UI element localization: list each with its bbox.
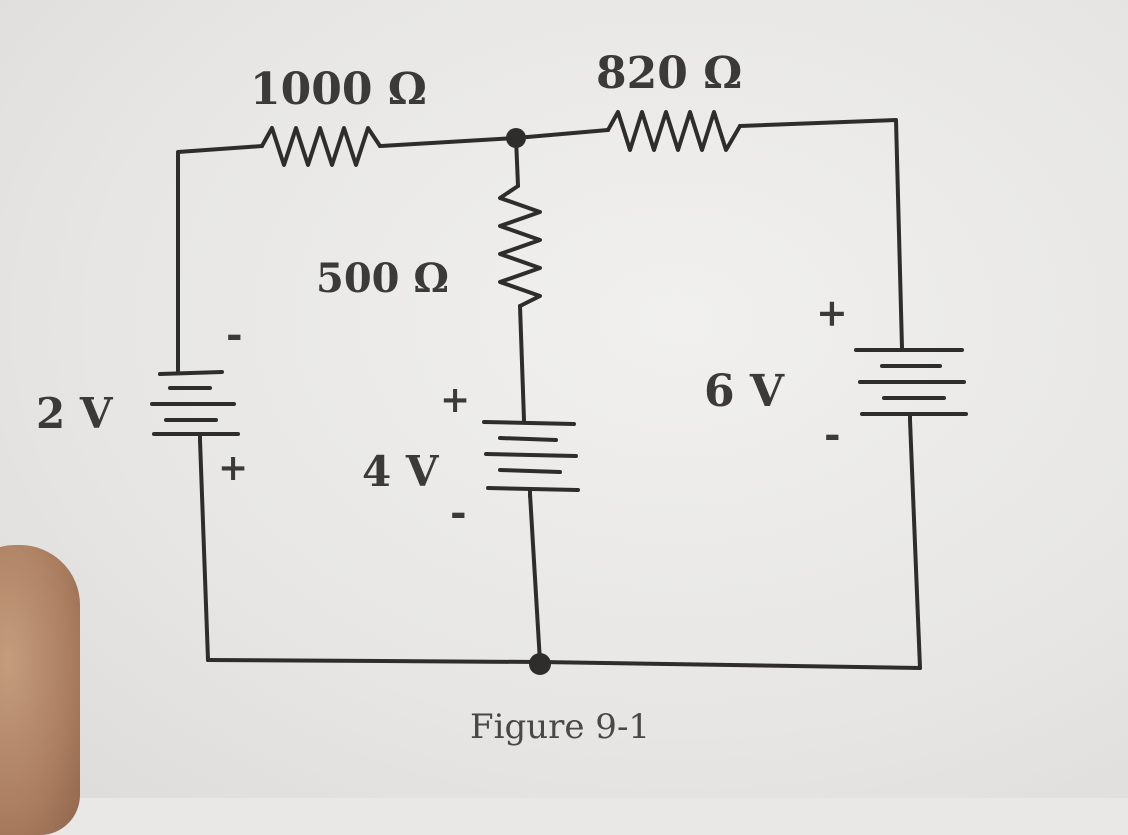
label-resistor-500: 500 Ω <box>316 255 449 302</box>
label-source-6v: 6 V <box>704 366 785 417</box>
resistor-1000-zigzag <box>260 126 382 167</box>
label-resistor-820: 820 Ω <box>596 48 742 99</box>
wire-top-middle <box>378 136 518 148</box>
wire-mid-lower <box>518 304 526 422</box>
label-source-4v: 4 V <box>362 447 440 496</box>
wire-mid-bottom <box>528 492 542 664</box>
sign-6v-top: + <box>816 290 848 335</box>
finger-shadow <box>0 545 80 835</box>
battery-4v-plates <box>482 420 580 498</box>
circuit-diagram: 1000 Ω 820 Ω 500 Ω 2 V 4 V 6 V - + + - +… <box>36 48 968 747</box>
label-source-2v: 2 V <box>36 389 114 438</box>
wire-left-bottom <box>198 438 210 662</box>
wire-top-right-a <box>514 128 610 140</box>
battery-6v-plates <box>854 348 968 422</box>
label-resistor-1000: 1000 Ω <box>250 64 427 115</box>
wire-top-right-b <box>738 118 904 350</box>
figure-caption: Figure 9-1 <box>470 707 650 747</box>
sign-6v-bottom: - <box>824 411 841 458</box>
sign-4v-bottom: - <box>450 489 467 536</box>
junction-top <box>506 128 526 148</box>
wire-top-left <box>176 144 264 367</box>
battery-2v-plates <box>150 363 240 442</box>
resistor-820-zigzag <box>606 110 742 152</box>
sign-4v-top: + <box>440 379 470 421</box>
junction-bottom <box>529 653 551 675</box>
wire-right-bottom <box>908 418 922 670</box>
resistor-500-zigzag <box>498 184 542 308</box>
sign-2v-bottom: + <box>218 447 248 489</box>
wire-bottom <box>206 658 922 670</box>
sign-2v-top: - <box>226 311 243 358</box>
